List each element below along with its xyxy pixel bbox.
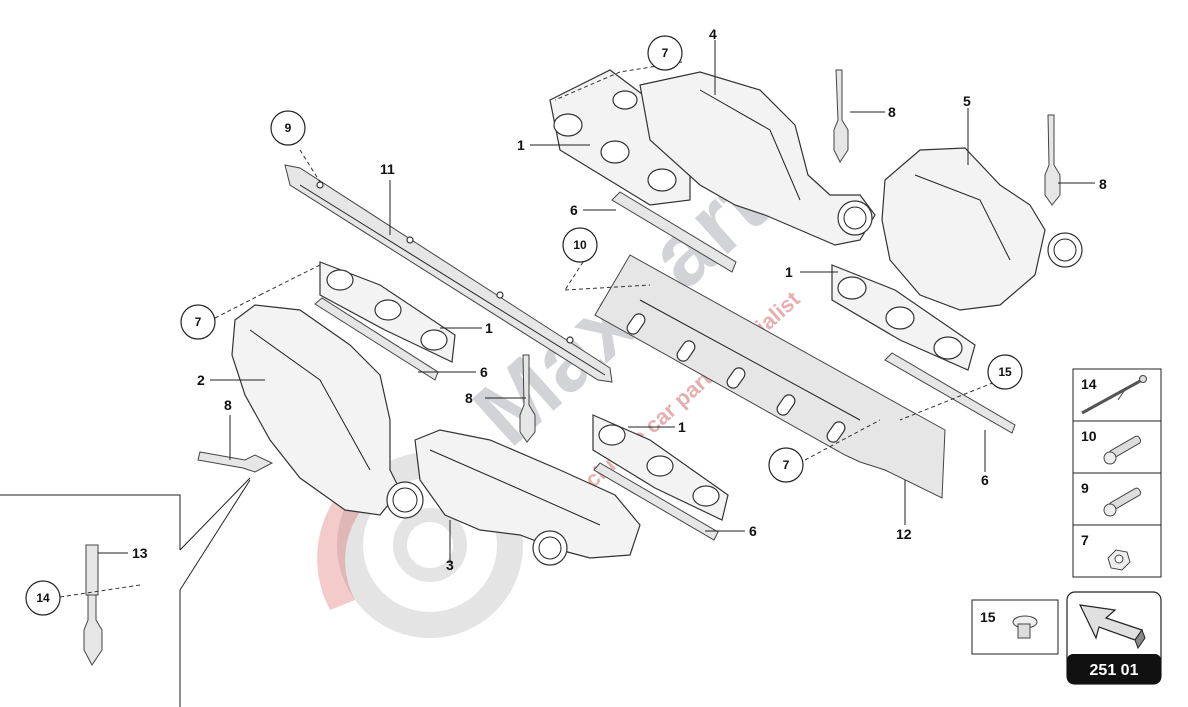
callout-12: 12	[896, 526, 912, 542]
heat-shield-large	[594, 254, 946, 499]
circled-callout-7-left: 7	[180, 304, 216, 340]
svg-text:9: 9	[285, 121, 292, 135]
plate-strips	[314, 191, 1016, 541]
callout-1-right: 1	[785, 264, 793, 280]
leader-lines	[59, 40, 1095, 598]
legend-num-10: 10	[1081, 428, 1097, 444]
bolt-icon	[1103, 487, 1142, 517]
hex-nut-icon	[1107, 549, 1131, 571]
flange-screw-icon	[1012, 615, 1038, 639]
callout-6-upper: 6	[570, 202, 578, 218]
oxygen-sensors	[197, 69, 1061, 473]
circled-callout-7-top: 7	[647, 35, 683, 71]
callout-3: 3	[446, 557, 454, 573]
callout-8-center: 8	[465, 390, 473, 406]
circled-callouts: 7 7 7 9 10 14 15	[25, 35, 1023, 616]
circled-callout-9: 9	[270, 110, 306, 146]
legend-cell-15	[971, 599, 1059, 655]
inset-frame	[0, 477, 251, 707]
legend-num-7: 7	[1081, 532, 1089, 548]
long-bolt-icon	[1081, 375, 1147, 415]
callout-6-right: 6	[981, 472, 989, 488]
stud-bolt-icon	[1103, 435, 1142, 465]
callout-8-left: 8	[224, 397, 232, 413]
callout-1-lower: 1	[678, 419, 686, 435]
callout-2: 2	[197, 372, 205, 388]
callout-6-mid: 6	[480, 364, 488, 380]
callout-4: 4	[709, 26, 717, 42]
exhaust-manifold-5	[881, 147, 1083, 311]
gasket-mid-left	[319, 261, 456, 363]
callout-8-upper: 8	[888, 104, 896, 120]
callout-11: 11	[380, 161, 395, 177]
exhaust-manifold-4	[639, 71, 876, 246]
circled-callout-7-bottom: 7	[768, 447, 804, 483]
legend-num-15: 15	[980, 609, 996, 625]
inset-sensor	[83, 544, 103, 666]
callout-5: 5	[963, 93, 971, 109]
svg-text:15: 15	[998, 365, 1012, 379]
heat-shield-upper	[284, 164, 613, 383]
svg-text:14: 14	[36, 591, 50, 605]
callout-1-mid: 1	[485, 320, 493, 336]
legend-num-14: 14	[1081, 376, 1097, 392]
callout-13: 13	[132, 545, 148, 561]
page-nav-panel[interactable]: 251 01	[1066, 591, 1162, 685]
hardware-legend: 14 10 9 7 15	[971, 368, 1162, 655]
svg-text:10: 10	[573, 238, 587, 252]
callout-labels: 4 5 1 1 1 1 6 6 6 6 8 8 8 8 11 12 2 3 13	[132, 26, 1107, 573]
svg-text:7: 7	[783, 458, 790, 472]
callout-6-lower: 6	[749, 523, 757, 539]
svg-text:7: 7	[195, 315, 202, 329]
callout-8-right: 8	[1099, 176, 1107, 192]
page-number: 251 01	[1090, 662, 1139, 679]
legend-num-9: 9	[1081, 480, 1089, 496]
exhaust-manifold-3	[414, 429, 641, 566]
circled-callout-14: 14	[25, 580, 61, 616]
arrow-back-icon[interactable]	[1078, 604, 1146, 650]
gasket-right	[831, 264, 976, 371]
callout-1-upper: 1	[517, 137, 525, 153]
circled-callout-15: 15	[987, 354, 1023, 390]
gasket-lower	[592, 414, 729, 521]
circled-callout-10: 10	[562, 227, 598, 263]
svg-text:7: 7	[662, 46, 669, 60]
exhaust-manifold-2	[231, 304, 424, 519]
